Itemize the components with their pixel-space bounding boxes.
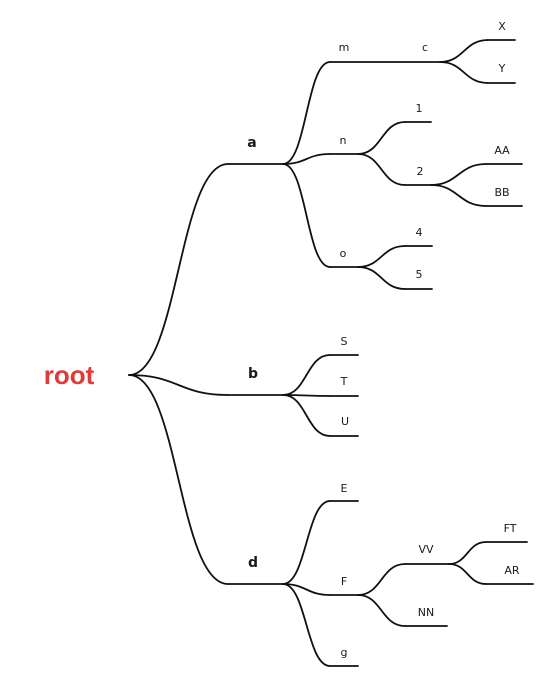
node-label-2: 2 bbox=[417, 165, 424, 178]
edge-to-2 bbox=[357, 153, 406, 186]
edge-to-y bbox=[439, 61, 489, 84]
edge-to-u bbox=[282, 394, 331, 437]
node-label-nn: NN bbox=[418, 606, 434, 619]
node-label-s: S bbox=[341, 335, 348, 348]
edge-to-5 bbox=[357, 266, 406, 290]
node-label-m: m bbox=[339, 41, 350, 54]
edge-to-b bbox=[128, 374, 229, 396]
edge-to-g bbox=[282, 583, 331, 667]
mindmap-edges bbox=[128, 39, 534, 667]
edge-to-x bbox=[439, 39, 489, 63]
edge-to-nn bbox=[357, 594, 406, 627]
node-label-t: T bbox=[340, 375, 348, 388]
edge-to-bb bbox=[430, 184, 487, 207]
root-node-label: root bbox=[44, 360, 95, 390]
node-label-4: 4 bbox=[416, 226, 423, 239]
edge-to-vv bbox=[357, 563, 406, 596]
edge-to-aa bbox=[430, 163, 487, 186]
node-label-c: c bbox=[422, 41, 428, 54]
node-label-5: 5 bbox=[416, 268, 423, 281]
node-label-b: b bbox=[248, 366, 258, 382]
node-label-ar: AR bbox=[504, 564, 520, 577]
edge-to-s bbox=[282, 354, 331, 396]
node-label-ft: FT bbox=[504, 522, 517, 535]
edge-to-o bbox=[282, 163, 331, 268]
node-label-aa: AA bbox=[494, 144, 510, 157]
edge-to-1 bbox=[357, 121, 406, 155]
edge-to-ft bbox=[448, 541, 487, 565]
edge-to-4 bbox=[357, 245, 406, 268]
edge-to-a bbox=[128, 163, 229, 376]
mindmap-labels: root a m c X Yn 1 2 AA BB o 4 5 b S T Ud E F VV FT AR NN g bbox=[44, 20, 520, 659]
node-label-a: a bbox=[247, 135, 256, 151]
node-label-vv: VV bbox=[418, 543, 434, 556]
node-label-y: Y bbox=[498, 62, 506, 75]
node-label-g: g bbox=[341, 646, 348, 659]
node-label-e: E bbox=[341, 482, 348, 495]
node-label-bb: BB bbox=[494, 186, 509, 199]
edge-to-d bbox=[128, 374, 229, 585]
node-label-o: o bbox=[340, 247, 347, 260]
edge-to-n bbox=[282, 153, 331, 165]
node-label-x: X bbox=[498, 20, 506, 33]
edge-to-e bbox=[282, 500, 331, 585]
node-label-f: F bbox=[341, 575, 347, 588]
edge-to-m bbox=[282, 61, 331, 165]
edge-to-f bbox=[282, 583, 331, 596]
node-label-u: U bbox=[341, 415, 349, 428]
edge-to-ar bbox=[448, 563, 487, 585]
node-label-n: n bbox=[340, 134, 347, 147]
node-label-d: d bbox=[248, 555, 258, 571]
node-label-1: 1 bbox=[416, 102, 423, 115]
